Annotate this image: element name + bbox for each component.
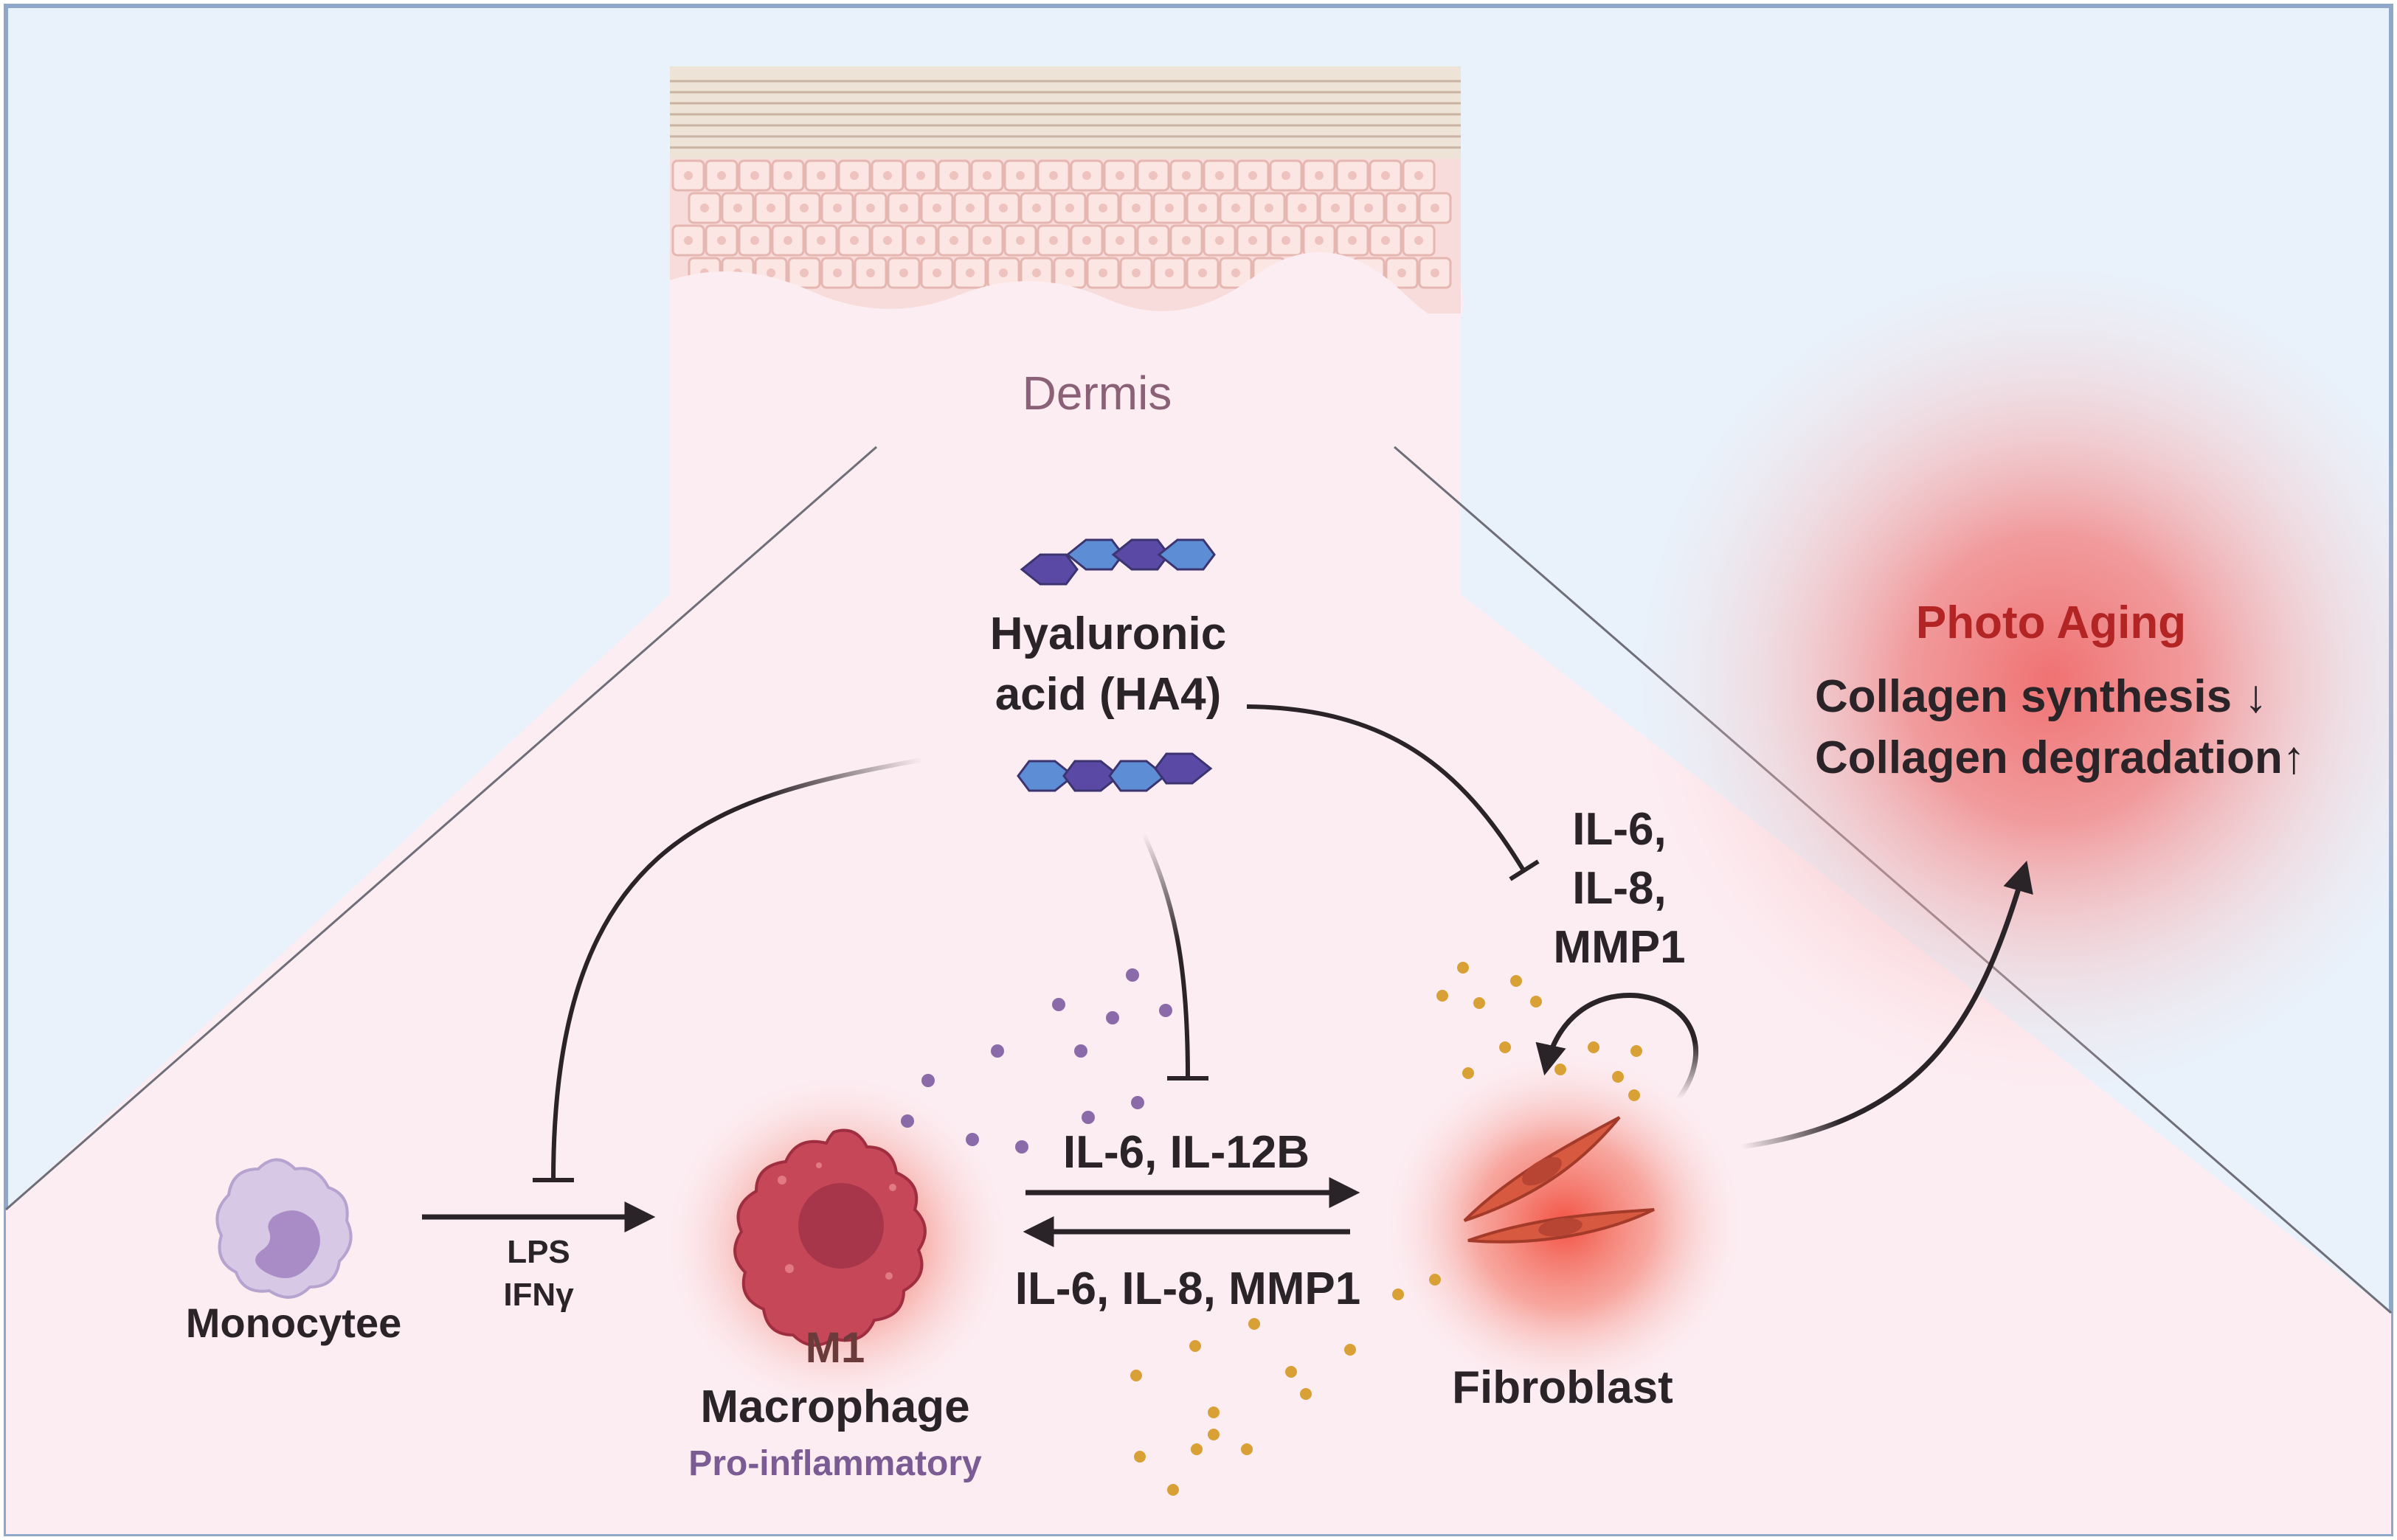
- hyaluronic-acid-label-2: acid (HA4): [995, 669, 1222, 720]
- pro-inflammatory-label: Pro-inflammatory: [688, 1444, 982, 1483]
- fibroblast-cell-icon: [1463, 1116, 1655, 1244]
- fibroblast-cytokine-3: MMP1: [1553, 922, 1685, 973]
- hyaluronic-acid-label: Hyaluronic: [990, 608, 1226, 659]
- ifn-gamma-label: IFNγ: [503, 1277, 574, 1313]
- macrophage-to-fibroblast-label: IL-6, IL-12B: [1063, 1127, 1310, 1178]
- hyaluronic-acid-chain-icon: [1017, 752, 1213, 792]
- collagen-degradation-text: Collagen degradation↑: [1815, 732, 2306, 783]
- inhibit-line-cytokines: [1141, 832, 1190, 1078]
- photo-aging-glow: [1638, 266, 2397, 1092]
- photo-aging-title: Photo Aging: [1916, 597, 2186, 648]
- macrophage-label: Macrophage: [700, 1381, 969, 1432]
- fibroblast-cytokine-2: IL-8,: [1572, 863, 1666, 914]
- fibroblast-to-macrophage-label: IL-6, IL-8, MMP1: [1015, 1263, 1360, 1314]
- orange-cytokine-dots: [1130, 962, 1642, 1496]
- autocrine-loop-arrow: [1535, 993, 1698, 1101]
- dermis-label: Dermis: [1023, 367, 1172, 420]
- fibroblast-to-photoaging-arrow: [1740, 860, 2033, 1150]
- skin-epidermis-icon: [670, 66, 1464, 325]
- m1-label: M1: [806, 1324, 865, 1372]
- lps-label: LPS: [507, 1234, 570, 1270]
- monocyte-cell-icon: [215, 1158, 353, 1299]
- collagen-synthesis-text: Collagen synthesis ↓: [1815, 671, 2267, 722]
- hyaluronic-acid-chain-icon: [1020, 538, 1216, 586]
- fibroblast-cytokine-1: IL-6,: [1572, 804, 1666, 855]
- zoom-line-left: [5, 445, 877, 1211]
- inhibit-line-monocyte: [551, 757, 923, 1181]
- fibroblast-label: Fibroblast: [1452, 1362, 1673, 1413]
- m1-macrophage-cell-icon: [733, 1128, 927, 1347]
- inhibit-line-fibroblast: [1246, 704, 1526, 872]
- dermis-tissue-area: [6, 66, 2391, 1534]
- purple-cytokine-dots: [901, 968, 1172, 1154]
- inhibit-bar-fibroblast: [1509, 859, 1540, 881]
- monocyte-label: Monocytee: [186, 1300, 402, 1346]
